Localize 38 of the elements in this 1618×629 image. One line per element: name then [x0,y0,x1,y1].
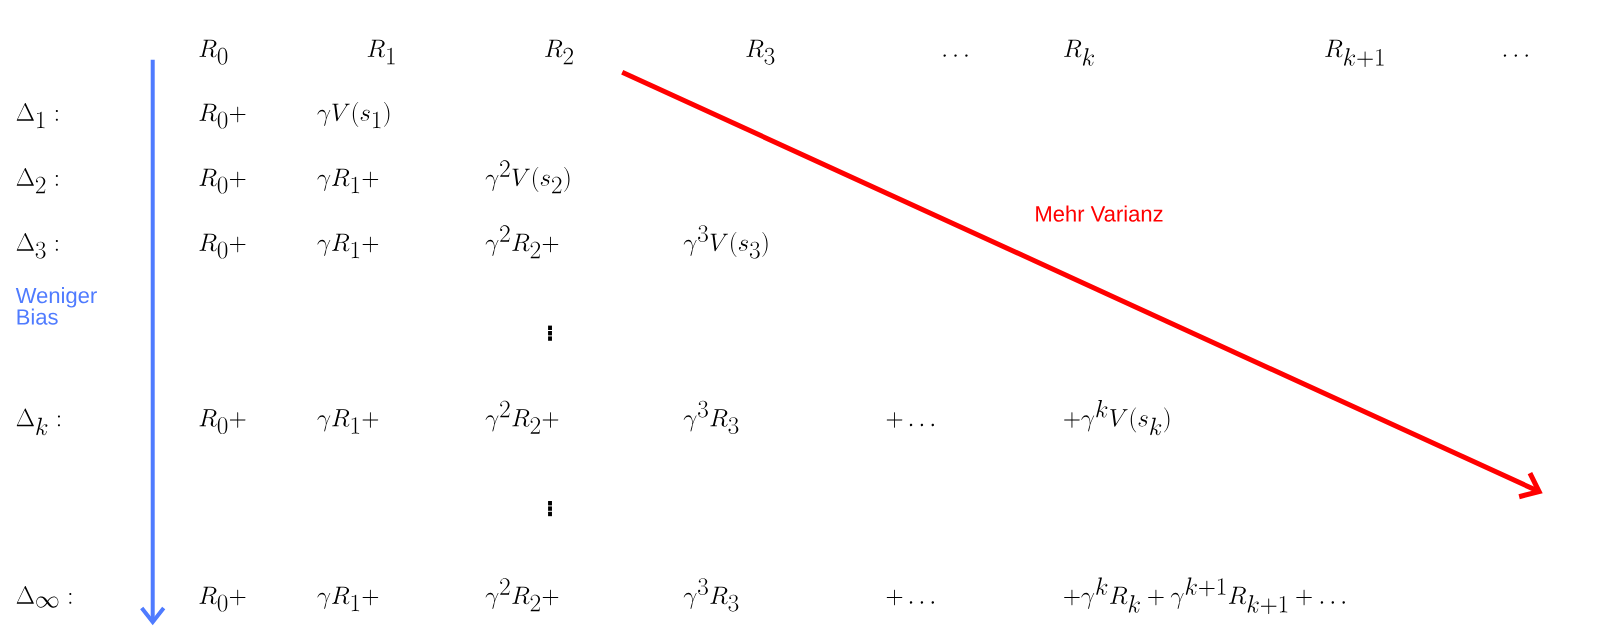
arrow-label: Mehr Varianz [1036,205,1163,222]
formula-term: $\gamma^3 R_3$ [683,578,739,612]
row-label: $\Delta_1 :$ [16,103,58,129]
arrow-label: Weniger Bias [15,287,97,325]
formula-term: $\gamma^3 R_3$ [683,400,739,435]
formula-term: $\gamma^2 R_2+$ [485,578,559,612]
formula-term: $+\dots$ [886,589,934,606]
column-header: $\dots$ [943,54,968,57]
formula-term: $R_0+$ [199,409,246,435]
column-header: $R_{k+1}$ [1325,39,1384,68]
formula-term: $\gamma^2 V(s_2)$ [485,160,570,194]
row-label: $\Delta_3 :$ [16,233,58,259]
formula-term: $\gamma R_1+$ [317,586,379,612]
formula-term: $\gamma^2 R_2+$ [485,400,559,434]
column-header: $R_3$ [746,39,775,65]
vertical-ellipsis: $\vdots$ [548,325,552,341]
row-label: $\Delta_\infty :$ [16,586,72,608]
formula-term: $+\dots$ [886,412,934,428]
formula-term: $\gamma R_1+$ [317,409,379,434]
formula-term: $+\gamma^k V(s_k)$ [1064,399,1170,436]
column-header: $R_k$ [1064,39,1094,66]
formula-term: $\gamma^3 V(s_3)$ [683,225,768,259]
column-header: $R_0$ [199,39,228,65]
column-header: $R_1$ [367,39,395,65]
column-header: $\dots$ [1503,54,1528,57]
formula-term: $R_0+$ [199,168,246,194]
vertical-ellipsis: $\vdots$ [548,501,552,517]
formula-term: $R_0+$ [199,586,246,612]
formula-term: $R_0+$ [199,233,246,259]
formula-term: $\gamma R_1+$ [317,168,379,194]
row-label: $\Delta_2 :$ [16,168,58,194]
formula-term: $\gamma^2 R_2+$ [485,225,559,259]
formula-term: $+\gamma^k R_k+\gamma^{k+1} R_{k+1}+\dots$ [1064,577,1345,614]
formula-term: $R_0+$ [199,103,246,129]
row-label: $\Delta_k :$ [16,408,60,436]
column-header: $R_2$ [545,39,573,65]
formula-term: $\gamma V(s_1)$ [317,102,390,129]
formula-term: $\gamma R_1+$ [317,233,379,259]
